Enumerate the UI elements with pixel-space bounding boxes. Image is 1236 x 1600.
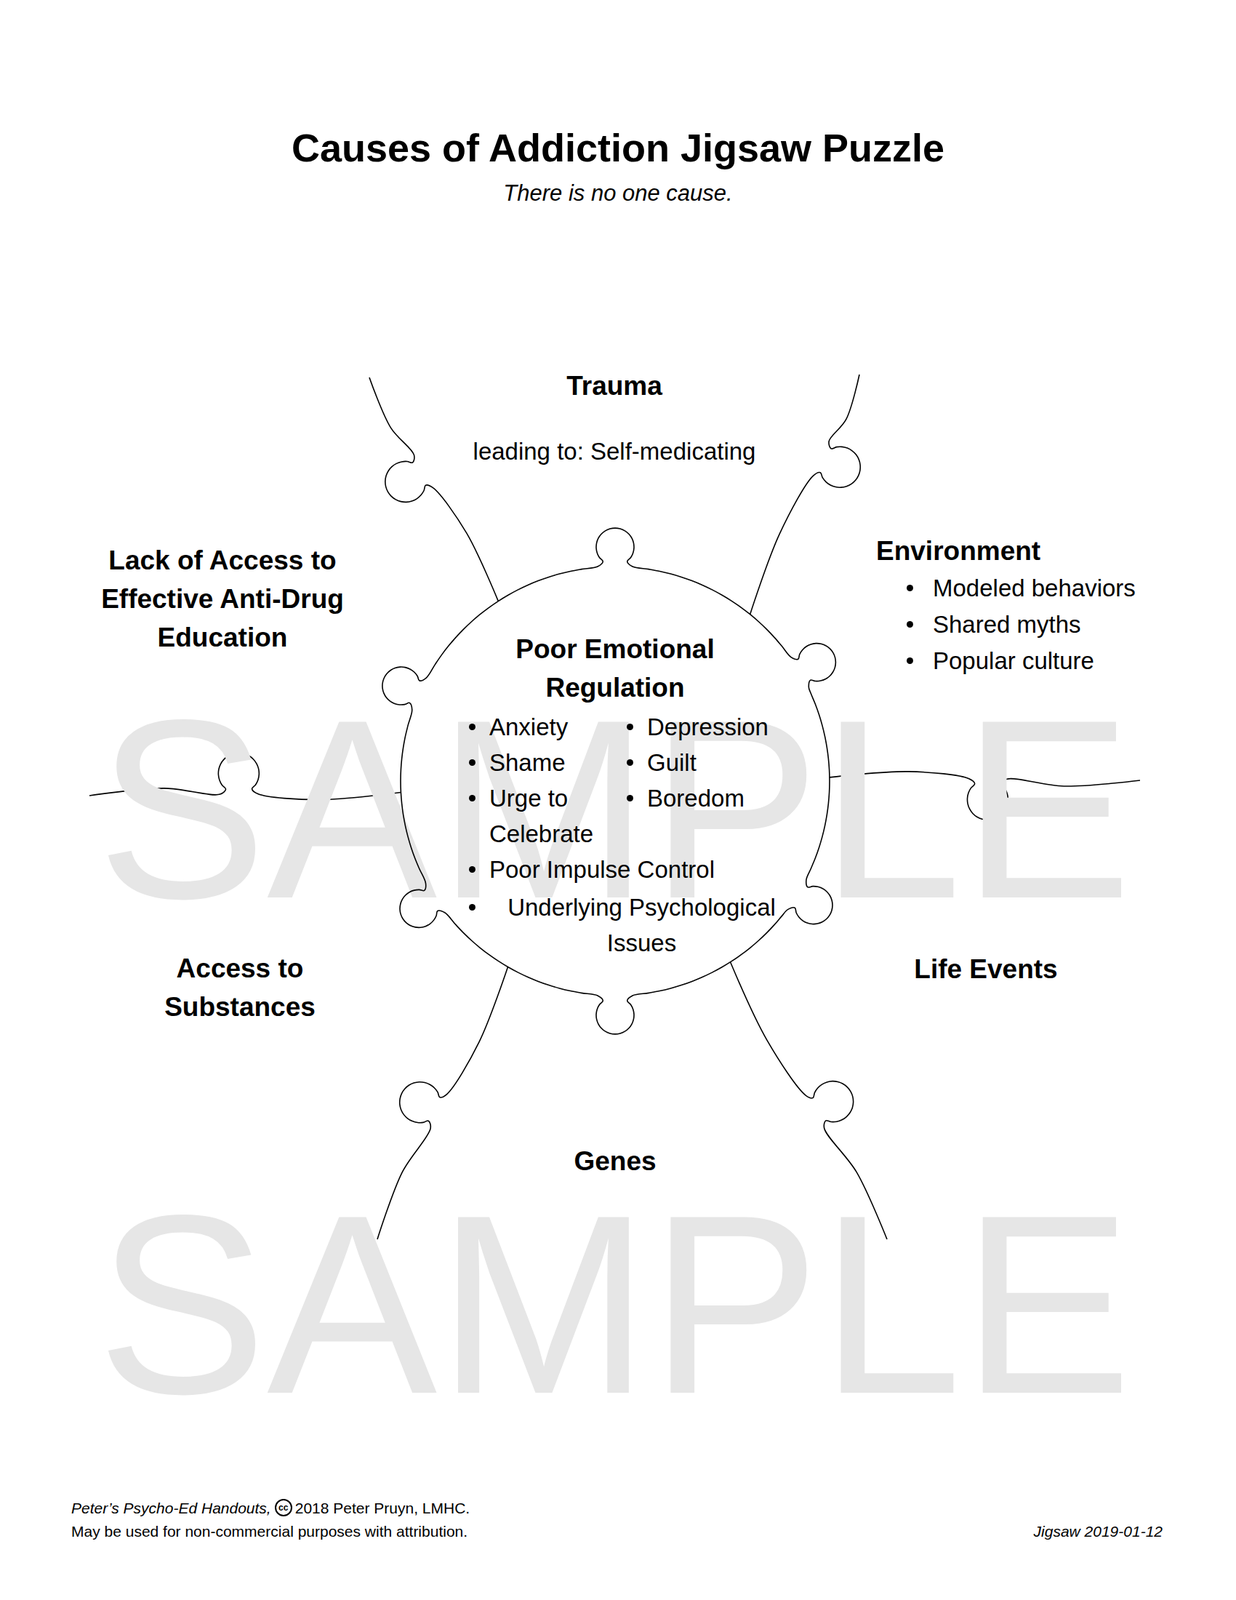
watermark: SAMPLE	[96, 1176, 1133, 1432]
label-holder: There is no one cause.	[0, 179, 1236, 208]
license-icon: cc	[274, 1498, 293, 1516]
heading-area: Poor Emotional Regulation	[469, 629, 761, 707]
piece-item: Boredom	[626, 780, 794, 852]
bullet	[906, 657, 914, 664]
trauma-piece: Trauma leading to: Self-medicating	[439, 366, 789, 469]
footer-license: May be used for non-commercial purposes …	[71, 1521, 468, 1541]
bullet	[468, 865, 476, 873]
bullet	[468, 903, 476, 911]
footer-source: Peter’s Psycho-Ed Handouts,	[71, 1497, 272, 1518]
piece-heading: Lack of Access to Effective Anti-Drug Ed…	[77, 540, 368, 657]
piece-item: Anxiety	[468, 708, 627, 745]
life-events-piece: Life Events	[840, 949, 1132, 989]
label-holder: SAMPLE	[96, 1176, 1133, 1432]
footer-version: Jigsaw 2019-01-12	[1033, 1521, 1163, 1541]
label-holder: Jigsaw 2019-01-12	[1033, 1521, 1163, 1541]
environment-piece: EnvironmentModeled behaviorsShared myths…	[876, 531, 1189, 680]
piece-heading: Access to Substances	[130, 948, 349, 1026]
bullet	[626, 794, 634, 802]
item-list: AnxietyDepressionShameGuiltUrge to Celeb…	[468, 708, 794, 961]
education-piece: Lack of Access to Effective Anti-Drug Ed…	[77, 540, 368, 657]
bullet	[468, 759, 476, 766]
bullet	[468, 723, 476, 730]
access-piece: Access to Substances	[130, 948, 349, 1026]
piece-item: leading to: Self-medicating	[439, 434, 789, 469]
piece-heading: Poor Emotional Regulation	[469, 629, 761, 707]
label-holder: Peter’s Psycho-Ed Handouts,	[71, 1497, 272, 1518]
label-holder: cc	[274, 1498, 293, 1516]
piece-item: Underlying Psychological Issues	[468, 889, 794, 961]
bullet	[906, 584, 914, 592]
piece-item: Poor Impulse Control	[468, 851, 794, 888]
genes-piece: Genes	[506, 1141, 725, 1181]
bullet	[468, 794, 476, 802]
piece-item: Depression	[626, 708, 794, 745]
piece-item: Shame	[468, 744, 627, 781]
piece-item: Guilt	[626, 744, 794, 781]
label-holder: May be used for non-commercial purposes …	[71, 1521, 468, 1541]
piece-heading: Trauma	[439, 366, 789, 405]
puzzle-seam	[369, 377, 499, 602]
footer-copyright: 2018 Peter Pruyn, LMHC.	[295, 1497, 470, 1518]
piece-item: Popular culture	[876, 642, 1189, 680]
bullet	[626, 759, 634, 766]
title: Causes of Addiction Jigsaw Puzzle	[0, 124, 1236, 171]
piece-heading: Life Events	[840, 949, 1132, 989]
center-piece-outline	[382, 527, 836, 1034]
label-holder: 2018 Peter Pruyn, LMHC.	[295, 1497, 470, 1518]
bullet	[906, 620, 914, 628]
title-holder: Causes of Addiction Jigsaw Puzzle	[0, 124, 1236, 171]
puzzle-seam	[750, 374, 861, 615]
piece-item: Modeled behaviors	[876, 570, 1189, 607]
center-piece: Poor Emotional RegulationAnxietyDepressi…	[400, 566, 830, 996]
bullet	[626, 723, 634, 730]
piece-heading: Environment	[876, 531, 1189, 571]
piece-item: Urge to Celebrate	[468, 780, 627, 852]
subtitle: There is no one cause.	[0, 179, 1236, 208]
piece-item: Shared myths	[876, 606, 1189, 643]
piece-heading: Genes	[506, 1141, 725, 1181]
